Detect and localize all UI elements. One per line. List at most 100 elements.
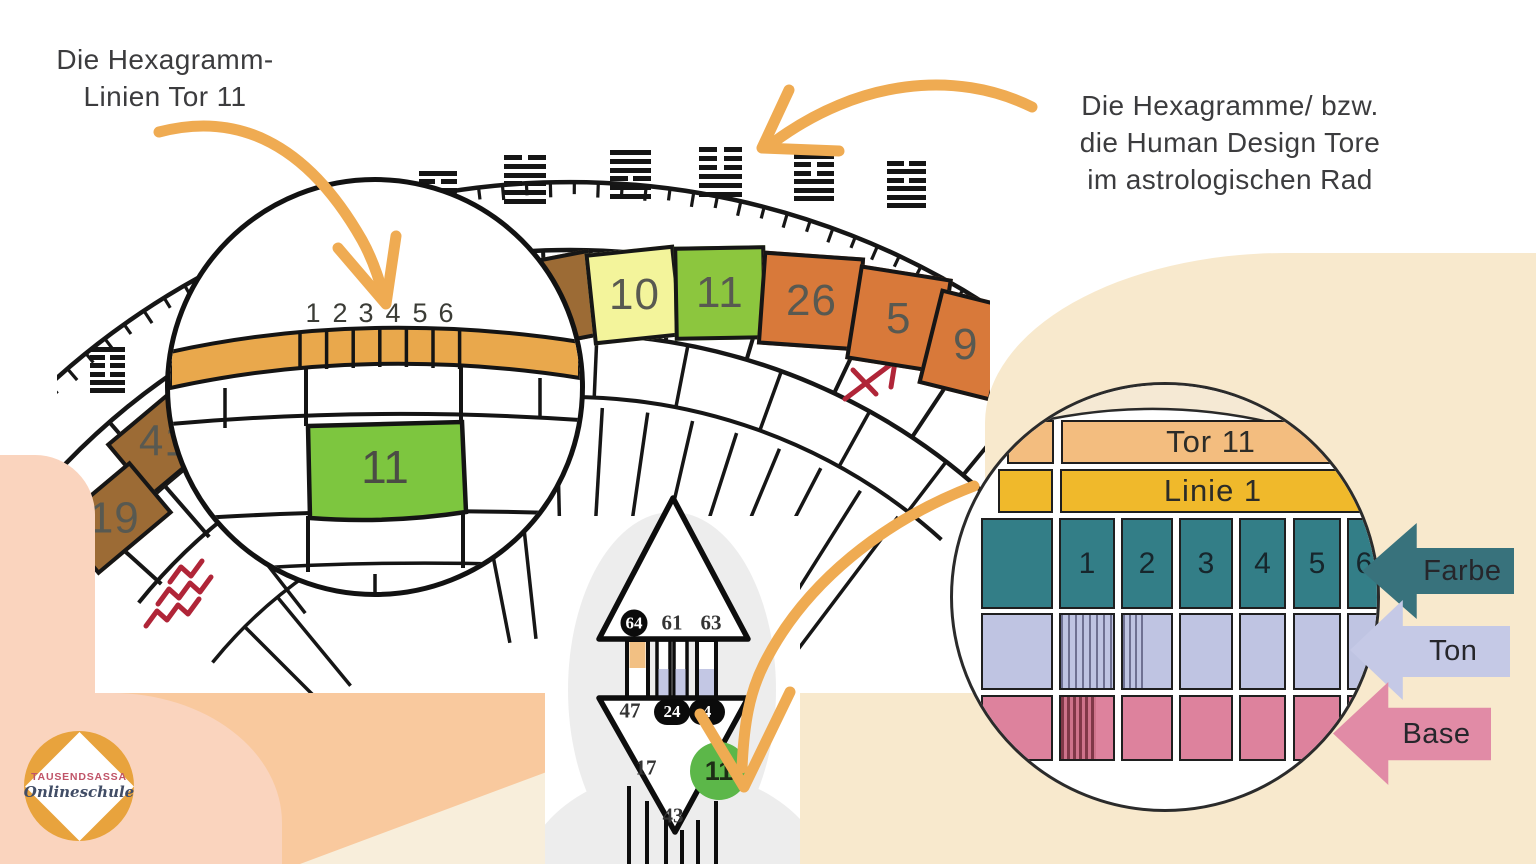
ton-cell — [981, 613, 1053, 690]
ton-hatch — [1123, 615, 1145, 688]
hexagram-line — [794, 162, 834, 168]
hexagram-line — [610, 176, 651, 182]
hexagram-line — [90, 363, 125, 369]
tor-label: Tor 11 — [1166, 424, 1256, 459]
farbe-number-4: 4 — [1254, 546, 1271, 580]
hexagram-line — [610, 167, 651, 173]
hexagram-line — [610, 150, 651, 155]
gate-43: 43 — [662, 803, 684, 828]
wheel-gate-label: 26 — [785, 275, 837, 325]
hexagram-line — [794, 179, 834, 185]
farbe-number-5: 5 — [1308, 546, 1326, 580]
wheel-gate-label: 5 — [886, 293, 912, 343]
hexagram-10-icon — [610, 150, 651, 199]
logo: TAUSENDSASSA Onlineschule — [24, 731, 134, 841]
ton-cell — [1059, 613, 1115, 690]
wheel-gate-label: 10 — [608, 270, 660, 320]
line-number-2: 2 — [332, 298, 348, 328]
farbe-cell: 5 — [1293, 518, 1341, 609]
hexagram-line — [90, 371, 125, 377]
annotation-line: Die Hexagramm- — [56, 44, 274, 75]
farbe-number-1: 1 — [1078, 546, 1096, 580]
legend-arrow-label: Base — [1402, 717, 1471, 750]
hexagram-line — [887, 186, 926, 192]
gate-4: 4 — [689, 699, 725, 725]
linie-cell — [998, 469, 1053, 513]
farbe-number-3: 3 — [1197, 546, 1215, 580]
tor-cell: Tor 11 — [1061, 420, 1361, 464]
farbe-number-2: 2 — [1138, 546, 1156, 580]
hexagram-26-icon — [794, 154, 834, 201]
tor-cell — [1007, 420, 1054, 464]
hexagram-line — [887, 169, 926, 175]
annotation-line: Die Hexagramme/ bzw. — [1081, 90, 1379, 121]
hexagram-line — [90, 379, 125, 385]
base-cell — [1179, 695, 1233, 761]
hexagram-line — [699, 183, 742, 188]
annotation-line: die Human Design Tore — [1079, 126, 1381, 158]
hexagram-5-icon — [887, 161, 926, 208]
farbe-cell: 4 — [1239, 518, 1286, 609]
linie-cell: Linie 1 — [1060, 469, 1366, 513]
base-cell — [1059, 695, 1115, 761]
farbe-cell: 2 — [1121, 518, 1173, 609]
gate-61: 61 — [661, 610, 683, 635]
legend-arrow-label: Ton — [1429, 635, 1478, 667]
annotation-line: im astrologischen Rad — [1087, 163, 1373, 195]
annotation-hexagramme-rad: Die Hexagramme/ bzw. die Human Design To… — [1040, 88, 1420, 199]
hexagram-line — [794, 154, 834, 159]
line-number-3: 3 — [358, 298, 374, 328]
annotation-hexagram-lines: Die Hexagramm- Linien Tor 11 — [30, 42, 300, 116]
magnifier-drawing — [170, 325, 580, 592]
gate-64: 64 — [620, 609, 648, 637]
hexagram-line — [504, 172, 546, 178]
gate-11-marker: 11 — [690, 742, 748, 800]
ton-hatch — [1061, 615, 1113, 688]
legend-arrow-label: Farbe — [1423, 554, 1502, 587]
base-cell — [1121, 695, 1173, 761]
hexagram-line — [699, 174, 742, 179]
wheel-gate-label: 19 — [88, 492, 140, 542]
hexagram-line — [610, 185, 651, 191]
logo-title: TAUSENDSASSA — [31, 771, 127, 783]
magnified-gate-label: 11 — [361, 441, 409, 493]
hexagram-line — [610, 158, 651, 164]
hexagram-58-icon — [504, 155, 546, 204]
hexagram-line — [610, 193, 651, 199]
annotation-line: Linien Tor 11 — [83, 80, 247, 112]
logo-subtitle: Onlineschule — [23, 783, 135, 801]
wheel-gate-11: 11 — [673, 245, 767, 341]
hexagram-line — [504, 181, 546, 187]
hexagram-line — [887, 202, 926, 208]
hexagram-line — [504, 155, 546, 160]
farbe-cell — [981, 518, 1053, 609]
line-number-6: 6 — [438, 298, 454, 328]
hexagram-line — [419, 179, 457, 185]
wheel-gate-label: 9 — [953, 319, 979, 369]
hexagram-11-icon — [699, 147, 742, 197]
wheel-gate-10: 10 — [584, 244, 684, 346]
farbe-cell: 1 — [1059, 518, 1115, 609]
hexagram-line — [794, 187, 834, 193]
hexagram-41-icon — [90, 347, 125, 393]
ton-cell — [1121, 613, 1173, 690]
gate-63: 63 — [700, 610, 722, 635]
hexagram-line — [699, 147, 742, 152]
linie-label: Linie 1 — [1163, 473, 1263, 508]
line-number-5: 5 — [412, 298, 428, 328]
hexagram-line — [504, 163, 546, 169]
base-cell — [1293, 695, 1341, 761]
hexagram-line — [887, 177, 926, 183]
hexagram-line — [699, 156, 742, 161]
hexagram-line — [90, 387, 125, 393]
ton-cell — [1239, 613, 1286, 690]
hexagram-line — [887, 194, 926, 200]
wheel-gate-label: 11 — [696, 268, 744, 317]
hexagram-line — [794, 195, 834, 201]
hexagram-line — [699, 192, 742, 197]
hexagram-line — [504, 190, 546, 196]
line-number-4: 4 — [385, 298, 401, 328]
hexagram-line — [504, 198, 546, 204]
